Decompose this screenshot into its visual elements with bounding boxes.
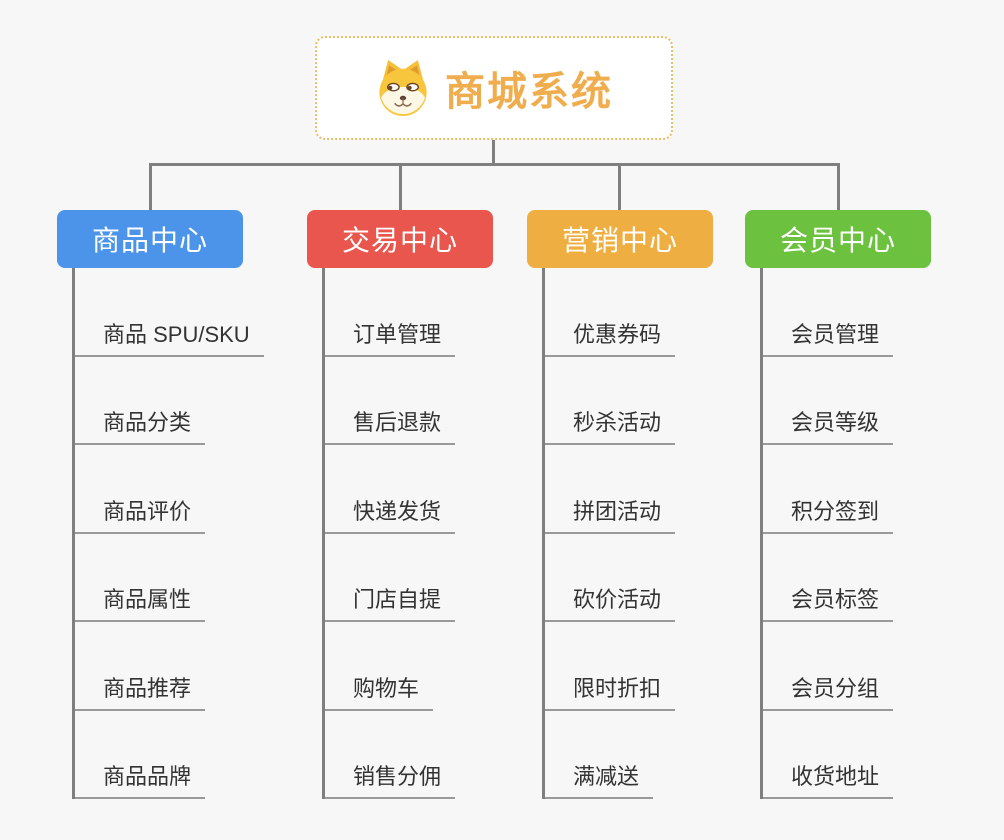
- child-row: 商品 SPU/SKU: [75, 268, 264, 357]
- child-row: 秒杀活动: [545, 357, 676, 445]
- connector-drop-marketing: [618, 163, 621, 210]
- branch-children-marketing: 优惠券码 秒杀活动 拼团活动 砍价活动 限时折扣 满减送: [542, 268, 676, 799]
- connector-root-stub: [492, 140, 495, 166]
- topic-product-review[interactable]: 商品评价: [75, 494, 206, 534]
- child-row: 门店自提: [325, 534, 456, 622]
- child-row: 商品评价: [75, 445, 264, 534]
- connector-drop-trade: [399, 163, 402, 210]
- root-title: 商城系统: [445, 70, 613, 114]
- root-node[interactable]: 商城系统: [315, 36, 673, 140]
- child-row: 销售分佣: [325, 711, 456, 799]
- connector-drop-member: [837, 163, 840, 210]
- topic-full-reduction[interactable]: 满减送: [545, 759, 654, 799]
- child-row: 商品分类: [75, 357, 264, 445]
- child-row: 会员分组: [763, 622, 894, 711]
- child-row: 收货地址: [763, 711, 894, 799]
- topic-coupon-code[interactable]: 优惠券码: [545, 317, 676, 357]
- topic-express-shipping[interactable]: 快递发货: [325, 494, 456, 534]
- child-row: 快递发货: [325, 445, 456, 534]
- child-row: 商品推荐: [75, 622, 264, 711]
- dog-left-eye: [386, 82, 400, 92]
- topic-member-level[interactable]: 会员等级: [763, 405, 894, 445]
- child-row: 积分签到: [763, 445, 894, 534]
- child-row: 会员标签: [763, 534, 894, 622]
- branch-children-member: 会员管理 会员等级 积分签到 会员标签 会员分组 收货地址: [760, 268, 894, 799]
- child-row: 会员等级: [763, 357, 894, 445]
- topic-product-spu-sku[interactable]: 商品 SPU/SKU: [75, 317, 264, 357]
- branch-marketing-center: 营销中心 优惠券码 秒杀活动 拼团活动 砍价活动 限时折扣 满减送: [527, 210, 787, 799]
- branch-node-trade-center[interactable]: 交易中心: [307, 210, 493, 268]
- child-row: 满减送: [545, 711, 675, 799]
- child-row: 优惠券码: [545, 268, 676, 357]
- child-row: 商品品牌: [75, 711, 264, 799]
- child-row: 购物车: [325, 622, 455, 711]
- topic-points-checkin[interactable]: 积分签到: [763, 494, 894, 534]
- branch-node-member-center[interactable]: 会员中心: [745, 210, 931, 268]
- branch-node-product-center[interactable]: 商品中心: [57, 210, 243, 268]
- branch-node-marketing-center[interactable]: 营销中心: [527, 210, 713, 268]
- topic-store-pickup[interactable]: 门店自提: [325, 582, 456, 622]
- topic-shopping-cart[interactable]: 购物车: [325, 671, 434, 711]
- topic-order-management[interactable]: 订单管理: [325, 317, 456, 357]
- child-row: 限时折扣: [545, 622, 676, 711]
- child-row: 拼团活动: [545, 445, 676, 534]
- dog-right-eye: [406, 82, 420, 92]
- branch-member-center: 会员中心 会员管理 会员等级 积分签到 会员标签 会员分组 收货地址: [745, 210, 1004, 799]
- branch-trade-center: 交易中心 订单管理 售后退款 快递发货 门店自提 购物车 销售分佣: [307, 210, 567, 799]
- topic-group-buy[interactable]: 拼团活动: [545, 494, 676, 534]
- child-row: 砍价活动: [545, 534, 676, 622]
- branch-children-trade: 订单管理 售后退款 快递发货 门店自提 购物车 销售分佣: [322, 268, 456, 799]
- child-row: 商品属性: [75, 534, 264, 622]
- child-row: 会员管理: [763, 268, 894, 357]
- branch-children-product: 商品 SPU/SKU 商品分类 商品评价 商品属性 商品推荐 商品品牌: [72, 268, 264, 799]
- topic-product-recommend[interactable]: 商品推荐: [75, 671, 206, 711]
- topic-aftersale-refund[interactable]: 售后退款: [325, 405, 456, 445]
- topic-flash-sale[interactable]: 秒杀活动: [545, 405, 676, 445]
- connector-horizontal-bar: [149, 163, 840, 166]
- topic-shipping-address[interactable]: 收货地址: [763, 759, 894, 799]
- topic-product-brand[interactable]: 商品品牌: [75, 759, 206, 799]
- topic-member-management[interactable]: 会员管理: [763, 317, 894, 357]
- branch-product-center: 商品中心 商品 SPU/SKU 商品分类 商品评价 商品属性 商品推荐 商品品牌: [57, 210, 317, 799]
- child-row: 售后退款: [325, 357, 456, 445]
- topic-member-tag[interactable]: 会员标签: [763, 582, 894, 622]
- topic-product-attribute[interactable]: 商品属性: [75, 582, 206, 622]
- topic-member-group[interactable]: 会员分组: [763, 671, 894, 711]
- connector-drop-product: [149, 163, 152, 210]
- topic-limited-time-discount[interactable]: 限时折扣: [545, 671, 676, 711]
- topic-sales-commission[interactable]: 销售分佣: [325, 759, 456, 799]
- dog-face-icon: [379, 60, 427, 116]
- topic-product-category[interactable]: 商品分类: [75, 405, 206, 445]
- child-row: 订单管理: [325, 268, 456, 357]
- topic-bargain-activity[interactable]: 砍价活动: [545, 582, 676, 622]
